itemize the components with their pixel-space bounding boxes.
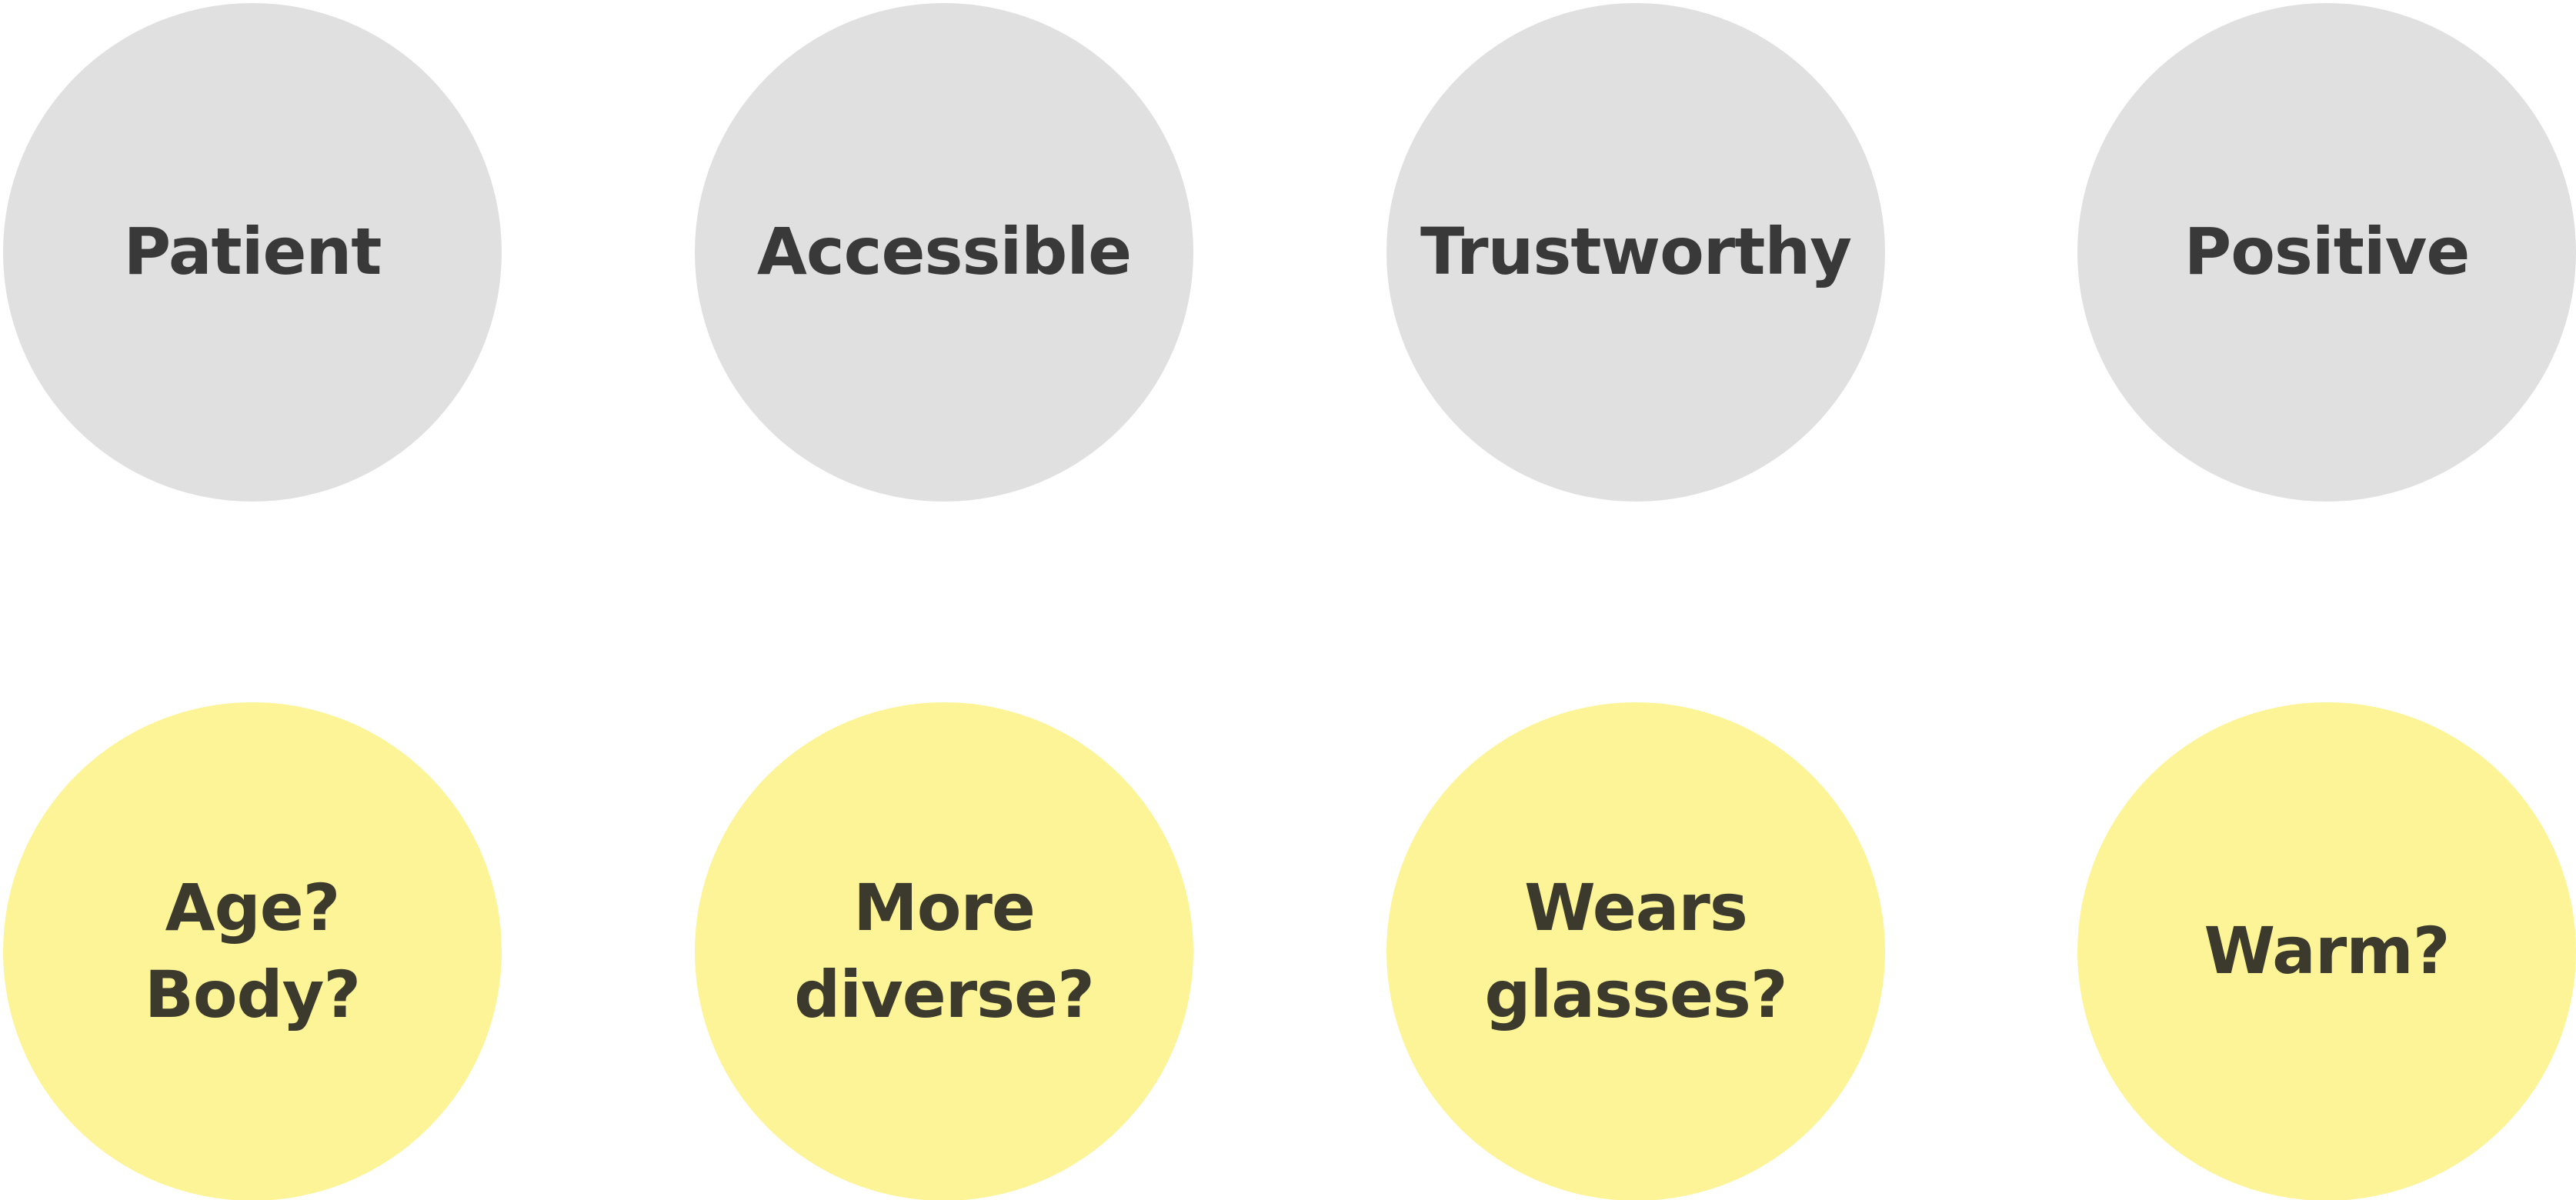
trait-circle-accessible: Accessible <box>695 3 1193 502</box>
trait-label: Patient <box>123 214 382 290</box>
trait-label: Accessible <box>756 214 1132 290</box>
question-label: Wears glasses? <box>1484 869 1787 1032</box>
question-label: Age? Body? <box>144 869 361 1032</box>
question-label: More diverse? <box>794 869 1095 1032</box>
trait-circle-trustworthy: Trustworthy <box>1386 3 1885 502</box>
question-label: Warm? <box>2204 913 2450 989</box>
question-circle-wears-glasses: Wears glasses? <box>1386 702 1885 1200</box>
trait-label: Positive <box>2184 214 2471 290</box>
question-circle-warm: Warm? <box>2077 702 2576 1200</box>
trait-circle-patient: Patient <box>3 3 502 502</box>
trait-label: Trustworthy <box>1420 214 1852 290</box>
question-circle-more-diverse: More diverse? <box>695 702 1193 1200</box>
trait-circle-positive: Positive <box>2077 3 2576 502</box>
question-circle-age-body: Age? Body? <box>3 702 502 1200</box>
